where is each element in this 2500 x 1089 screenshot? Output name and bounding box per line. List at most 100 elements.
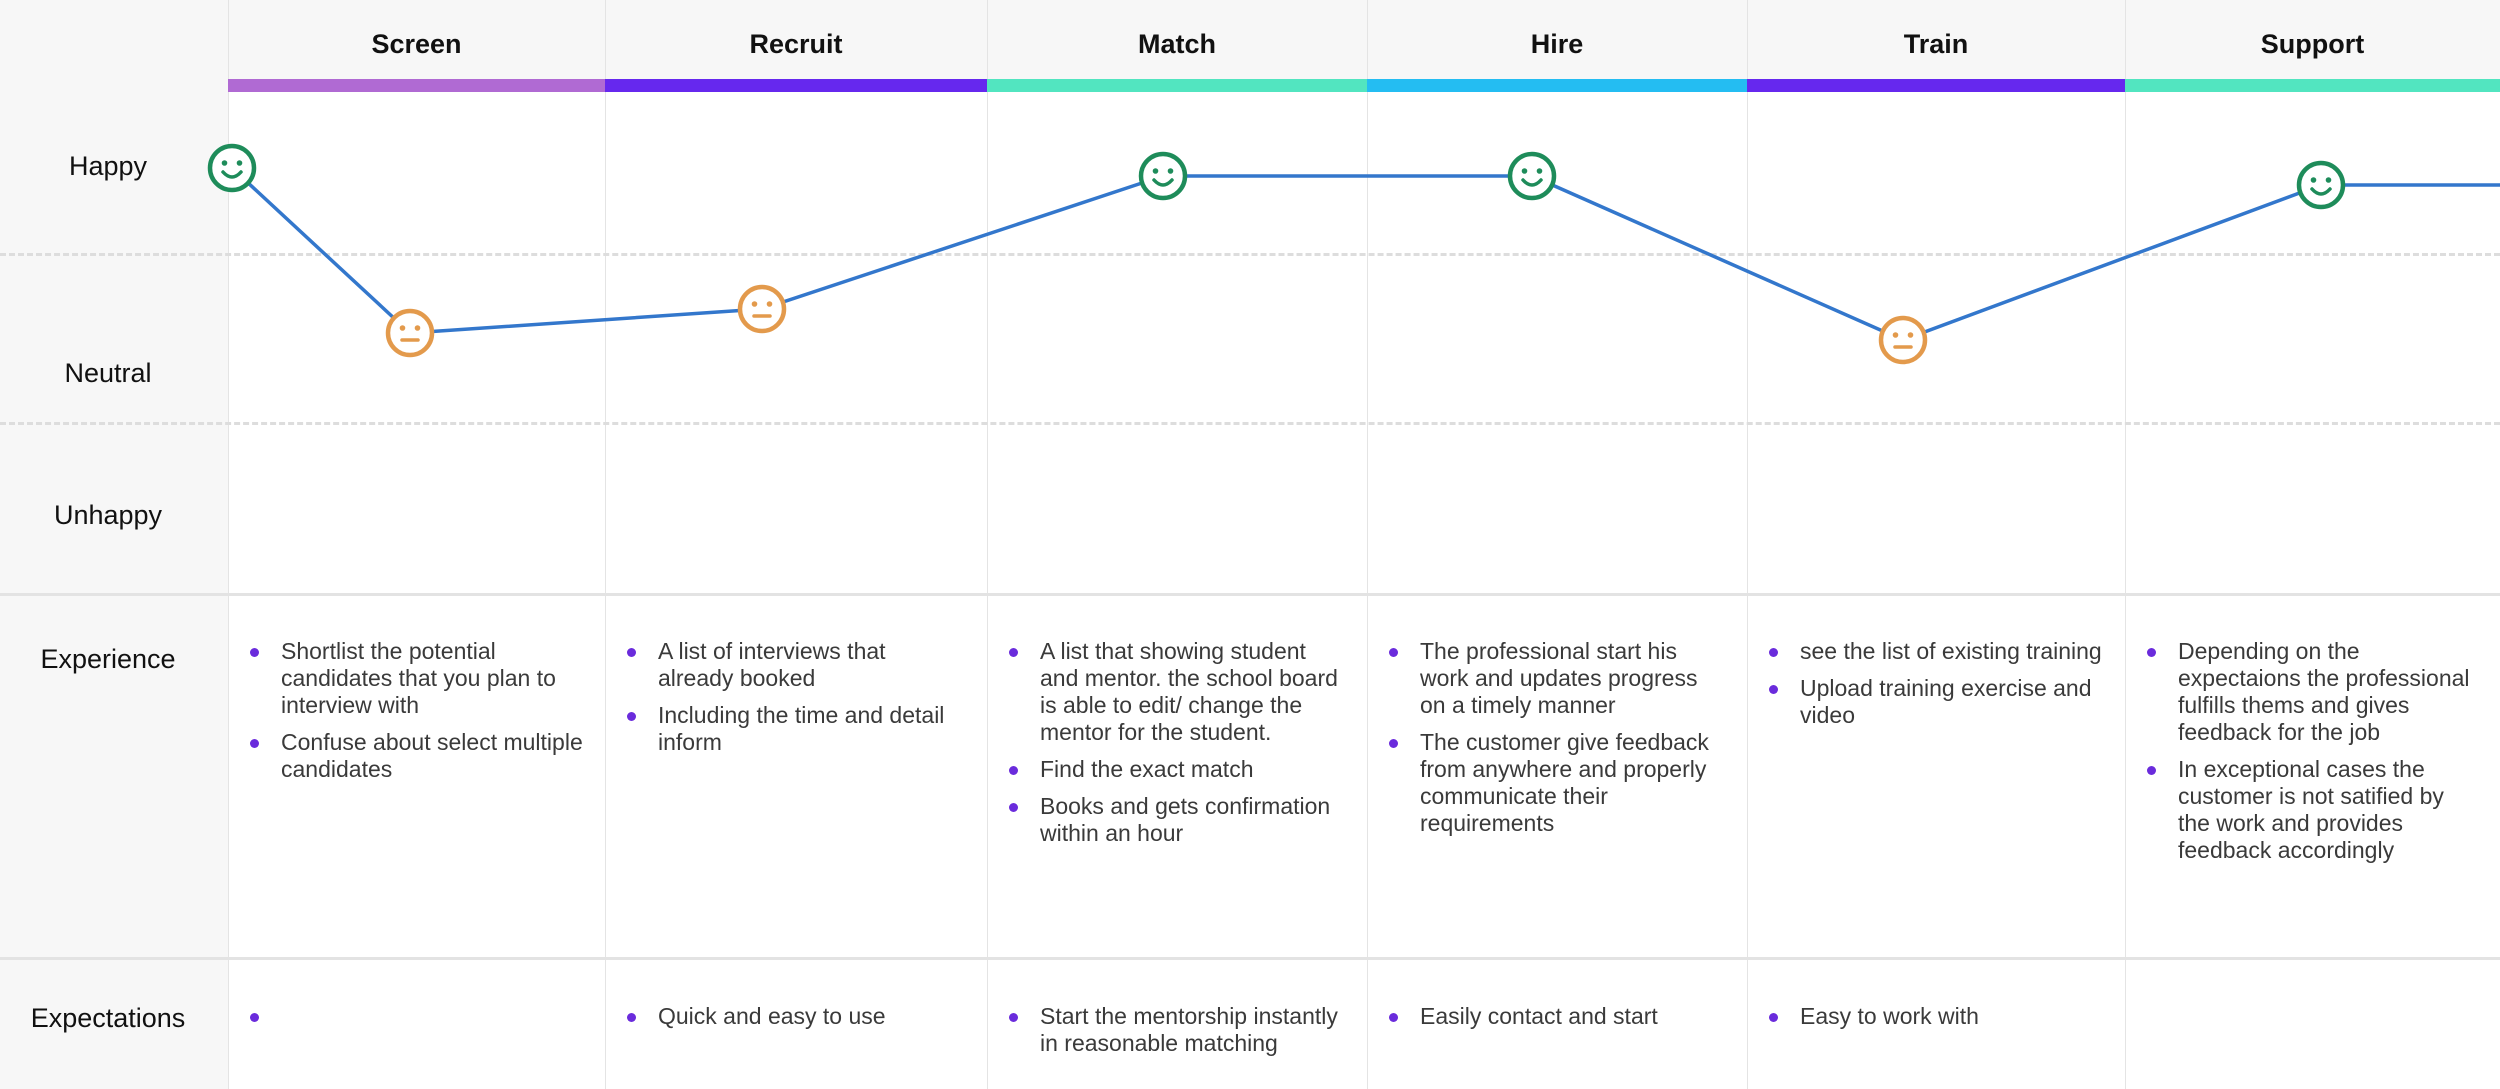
experience-text: Shortlist the potential candidates that …: [281, 638, 556, 718]
happy-face-icon: [2296, 160, 2346, 210]
bullet-icon: [1009, 1013, 1018, 1022]
experience-text: see the list of existing training: [1800, 638, 2102, 664]
experience-expectations-separator: [0, 957, 2500, 960]
column-divider: [2125, 0, 2126, 1089]
stage-title-train: Train: [1903, 29, 1969, 59]
expectations-list-recruit: Quick and easy to use: [627, 1003, 965, 1040]
list-item: Books and gets confirmation within an ho…: [1009, 793, 1345, 847]
bullet-icon: [250, 1013, 259, 1022]
stage-header-band: [228, 0, 2500, 79]
list-item: Upload training exercise and video: [1769, 675, 2103, 729]
experience-list-support: Depending on the expectaions the profess…: [2147, 638, 2478, 874]
row-label-experience: Experience: [40, 644, 176, 674]
stage-color-bar-support: [2125, 79, 2500, 92]
bullet-icon: [627, 712, 636, 721]
list-item: In exceptional cases the customer is not…: [2147, 756, 2478, 864]
bullet-icon: [1389, 739, 1398, 748]
emotion-line-segment: [230, 166, 412, 335]
experience-list-hire: The professional start his work and upda…: [1389, 638, 1725, 847]
bullet-icon: [1389, 1013, 1398, 1022]
stage-color-bar-train: [1747, 79, 2125, 92]
list-item: Start the mentorship instantly in reason…: [1009, 1003, 1345, 1057]
column-divider: [228, 0, 229, 1089]
level-label-happy: Happy: [68, 151, 148, 181]
stage-color-bar-hire: [1367, 79, 1747, 92]
experience-text: The customer give feedback from anywhere…: [1420, 729, 1709, 836]
column-divider: [987, 0, 988, 1089]
experience-text: Confuse about select multiple candidates: [281, 729, 583, 782]
experience-text: In exceptional cases the customer is not…: [2178, 756, 2444, 863]
list-item: A list of interviews that already booked: [627, 638, 965, 692]
stage-title-match: Match: [1137, 29, 1216, 59]
list-item: Depending on the expectaions the profess…: [2147, 638, 2478, 746]
row-label-expectations: Expectations: [30, 1003, 186, 1033]
stage-color-bar-screen: [228, 79, 605, 92]
expectations-text: Quick and easy to use: [658, 1003, 886, 1029]
neutral-face-icon: [385, 308, 435, 358]
stage-title-hire: Hire: [1530, 29, 1584, 59]
bullet-icon: [2147, 766, 2156, 775]
emotion-line-segment: [1901, 183, 2323, 342]
emotion-line-segment: [760, 174, 1165, 311]
list-item: A list that showing student and mentor. …: [1009, 638, 1345, 746]
bullet-icon: [250, 739, 259, 748]
stage-title-screen: Screen: [371, 29, 462, 59]
emotion-experience-separator: [0, 593, 2500, 596]
neutral-unhappy-divider: [0, 422, 2500, 425]
expectations-list-screen: [250, 1003, 583, 1022]
experience-list-recruit: A list of interviews that already booked…: [627, 638, 965, 766]
bullet-icon: [627, 648, 636, 657]
happy-neutral-divider: [0, 253, 2500, 256]
experience-list-screen: Shortlist the potential candidates that …: [250, 638, 583, 793]
bullet-icon: [1769, 648, 1778, 657]
expectations-list-train: Easy to work with: [1769, 1003, 2103, 1040]
list-item: Including the time and detail inform: [627, 702, 965, 756]
list-item: Quick and easy to use: [627, 1003, 965, 1030]
neutral-face-icon: [1878, 315, 1928, 365]
experience-text: Including the time and detail inform: [658, 702, 945, 755]
experience-text: The professional start his work and upda…: [1420, 638, 1698, 718]
bullet-icon: [1009, 803, 1018, 812]
column-divider: [605, 0, 606, 1089]
stage-color-bar-recruit: [605, 79, 987, 92]
list-item: The customer give feedback from anywhere…: [1389, 729, 1725, 837]
bullet-icon: [1769, 685, 1778, 694]
bullet-icon: [627, 1013, 636, 1022]
expectations-list-hire: Easily contact and start: [1389, 1003, 1725, 1040]
happy-face-icon: [1507, 151, 1557, 201]
neutral-face-icon: [737, 284, 787, 334]
experience-text: Books and gets confirmation within an ho…: [1040, 793, 1331, 846]
list-item: Easy to work with: [1769, 1003, 2103, 1030]
level-label-unhappy: Unhappy: [53, 500, 163, 530]
experience-text: A list of interviews that already booked: [658, 638, 886, 691]
column-divider: [1367, 0, 1368, 1089]
expectations-list-match: Start the mentorship instantly in reason…: [1009, 1003, 1345, 1067]
list-item: Confuse about select multiple candidates: [250, 729, 583, 783]
bullet-icon: [1769, 1013, 1778, 1022]
bullet-icon: [1009, 648, 1018, 657]
bullet-icon: [250, 648, 259, 657]
experience-text: Upload training exercise and video: [1800, 675, 2092, 728]
expectations-text: Easy to work with: [1800, 1003, 1979, 1029]
row-label-column: [0, 0, 228, 1089]
list-item: see the list of existing training: [1769, 638, 2103, 665]
stage-color-bar-match: [987, 79, 1367, 92]
list-item: The professional start his work and upda…: [1389, 638, 1725, 719]
happy-face-icon: [1138, 151, 1188, 201]
list-item: Easily contact and start: [1389, 1003, 1725, 1030]
list-item: Find the exact match: [1009, 756, 1345, 783]
bullet-icon: [2147, 648, 2156, 657]
stage-title-recruit: Recruit: [749, 29, 843, 59]
bullet-icon: [1009, 766, 1018, 775]
experience-list-match: A list that showing student and mentor. …: [1009, 638, 1345, 857]
experience-text: A list that showing student and mentor. …: [1040, 638, 1338, 745]
list-item: Shortlist the potential candidates that …: [250, 638, 583, 719]
emotion-line-segment: [1530, 174, 1905, 342]
experience-text: Depending on the expectaions the profess…: [2178, 638, 2470, 745]
happy-face-icon: [207, 143, 257, 193]
level-label-neutral: Neutral: [64, 358, 152, 388]
experience-text: Find the exact match: [1040, 756, 1254, 782]
